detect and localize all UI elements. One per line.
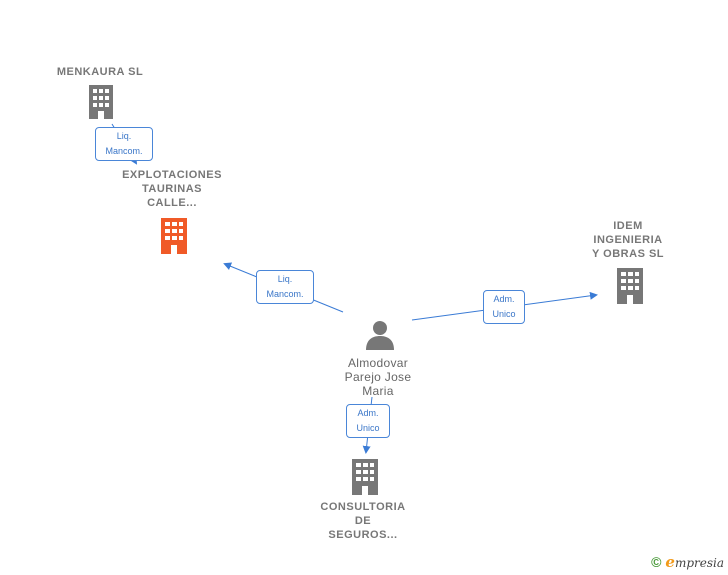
node-label-idem[interactable]: IDEM INGENIERIA Y OBRAS SL <box>591 220 665 260</box>
footer-brand: © empresia <box>651 553 724 571</box>
node-label-consultoria[interactable]: CONSULTORIA DE SEGUROS... <box>320 501 406 541</box>
building-icon[interactable] <box>614 268 646 304</box>
edge-label-liq-mancom: Liq. Mancom. <box>95 127 153 161</box>
node-label-menkaura[interactable]: MENKAURA SL <box>56 66 144 78</box>
person-icon[interactable] <box>365 320 395 350</box>
building-icon-highlight[interactable] <box>158 218 190 254</box>
node-label-explotaciones[interactable]: EXPLOTACIONES TAURINAS CALLE... <box>122 169 222 209</box>
building-icon[interactable] <box>349 459 381 495</box>
edge-label-liq-mancom: Liq. Mancom. <box>256 270 314 304</box>
building-icon[interactable] <box>86 85 116 119</box>
edge-label-adm-unico: Adm. Unico <box>346 404 390 438</box>
edge-label-adm-unico: Adm. Unico <box>483 290 525 324</box>
brand-logo: empresia <box>665 553 724 571</box>
copyright-icon: © <box>651 554 662 570</box>
node-label-person[interactable]: Almodovar Parejo Jose Maria <box>344 356 412 398</box>
